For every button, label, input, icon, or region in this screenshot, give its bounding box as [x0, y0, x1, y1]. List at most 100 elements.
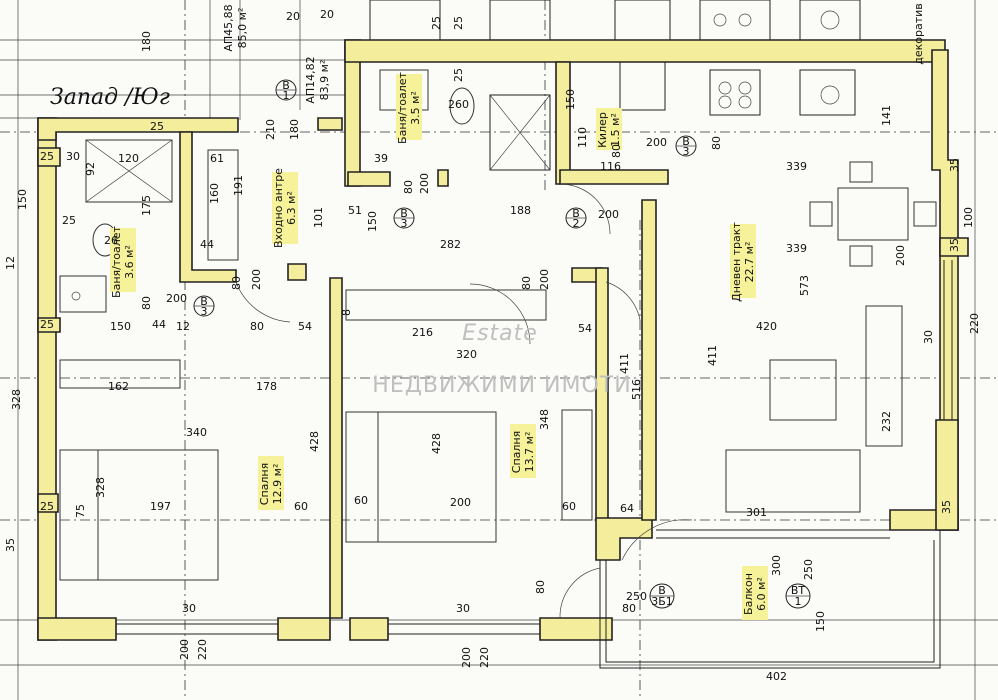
dim: 110 — [576, 127, 589, 148]
dim: 25 — [40, 318, 54, 331]
walls — [37, 39, 969, 641]
door-tag-1: В 1 — [275, 79, 297, 102]
dim: 250 — [802, 559, 815, 580]
room-bedroom1-name: Спалня — [258, 463, 271, 505]
door-tag-4-code: В — [400, 207, 408, 220]
dim: 60 — [562, 500, 576, 513]
dim: 160 — [208, 183, 221, 204]
balcony-outline — [599, 530, 941, 669]
dim: 25 — [40, 150, 54, 163]
door-tag-2-code: В — [200, 295, 208, 308]
room-bedroom2-name: Спалня — [510, 431, 523, 473]
watermark-text: НЕДВИЖИМИ ИМОТИ — [372, 373, 631, 398]
dim: 54 — [578, 322, 592, 335]
dim: 301 — [746, 506, 767, 519]
dim: 339 — [786, 160, 807, 173]
room-entrance-area: 6.3 м² — [285, 191, 298, 225]
dim: 150 — [110, 320, 131, 333]
room-storage-label: Килер 1.5 м² — [596, 108, 622, 150]
dim: 191 — [232, 175, 245, 196]
room-living-label: Дневен тракт 22.7 м² — [730, 222, 756, 302]
dim: 573 — [798, 275, 811, 296]
door-tag-5-num: 3 — [683, 145, 690, 158]
dim: 25 — [40, 500, 54, 513]
dim: 200 — [460, 647, 473, 668]
dim: 282 — [440, 238, 461, 251]
dim: 150 — [366, 211, 379, 232]
dim: 200 — [178, 639, 191, 660]
door-tag-2-num: 3 — [201, 305, 208, 318]
dim: 200 — [418, 173, 431, 194]
watermark-logo: Estate — [462, 321, 538, 346]
header-notes: Запад /Юг АП45,88 85,0 м² АП14,82 83,9 м… — [50, 3, 925, 110]
room-bath2-name: Баня/тоалет — [396, 71, 409, 143]
dim: 162 — [108, 380, 129, 393]
apt-ref-2: АП14,82 83,9 м² — [304, 56, 331, 103]
dim: 141 — [880, 105, 893, 126]
dim: 44 — [152, 318, 166, 331]
dim: 30 — [922, 330, 935, 344]
dim: 348 — [538, 409, 551, 430]
dim: 61 — [210, 152, 224, 165]
dim: 80 — [402, 180, 415, 194]
apt-ref-1: АП45,88 85,0 м² — [222, 4, 249, 51]
dim: 250 — [626, 590, 647, 603]
dim: 220 — [968, 313, 981, 334]
dim: 64 — [620, 502, 634, 515]
apt-ref-2-code: АП14,82 — [304, 56, 317, 103]
room-bath2-area: 3.5 м² — [409, 91, 422, 125]
dim: 80 — [710, 136, 723, 150]
door-tag-6-code: ВТ — [791, 584, 806, 597]
door-tag-5-code: В — [682, 135, 690, 148]
room-storage-area: 1.5 м² — [609, 113, 622, 147]
door-tag-2: В 3 — [193, 295, 215, 318]
dim: 100 — [962, 207, 975, 228]
dim: 20 — [286, 10, 300, 23]
dim: 175 — [140, 195, 153, 216]
dim: 8 — [340, 309, 353, 316]
dim: 411 — [618, 353, 631, 374]
dim: 180 — [288, 119, 301, 140]
dim: 80 — [230, 276, 243, 290]
room-bedroom2-label: Спалня 13.7 м² — [510, 424, 536, 478]
dimension-labels: 180 20 20 25 25 25 150 25 25 30 120 92 1… — [4, 8, 981, 683]
room-storage-name: Килер — [596, 112, 609, 148]
windows — [116, 260, 953, 635]
neighbour-top — [369, 0, 861, 171]
dim: 200 — [450, 496, 471, 509]
dim: 428 — [308, 431, 321, 452]
furniture — [59, 69, 937, 619]
dim: 44 — [200, 238, 214, 251]
dim: 420 — [756, 320, 777, 333]
door-tag-3-code: В — [572, 207, 580, 220]
dim: 402 — [766, 670, 787, 683]
dim: 220 — [478, 647, 491, 668]
dim: 25 — [452, 16, 465, 30]
door-tag-3: В 2 — [565, 207, 587, 230]
dim: 300 — [770, 555, 783, 576]
apt-ref-2-area: 83,9 м² — [318, 60, 331, 101]
door-tag-7-code: В — [658, 584, 666, 597]
dim: 320 — [456, 348, 477, 361]
dim: 216 — [412, 326, 433, 339]
dim: 200 — [166, 292, 187, 305]
dim: 25 — [150, 120, 164, 133]
dim: 35 — [948, 238, 961, 252]
dim: 180 — [140, 31, 153, 52]
dim: 200 — [646, 136, 667, 149]
dim: 80 — [520, 276, 533, 290]
door-tag-7-num: 3Б1 — [651, 595, 673, 608]
dim: 150 — [564, 89, 577, 110]
room-labels: Баня/тоалет 3.6 м² Входно антре 6.3 м² Б… — [110, 71, 768, 620]
dim: 25 — [452, 68, 465, 82]
door-tag-5: В 3 — [675, 135, 697, 158]
dim: 200 — [250, 269, 263, 290]
room-bedroom2-area: 13.7 м² — [523, 432, 536, 473]
dim: 232 — [880, 411, 893, 432]
door-tag-4-num: 3 — [401, 217, 408, 230]
dim: 197 — [150, 500, 171, 513]
top-label: декоратив — [912, 3, 925, 65]
dim: 328 — [10, 389, 23, 410]
dim: 60 — [294, 500, 308, 513]
